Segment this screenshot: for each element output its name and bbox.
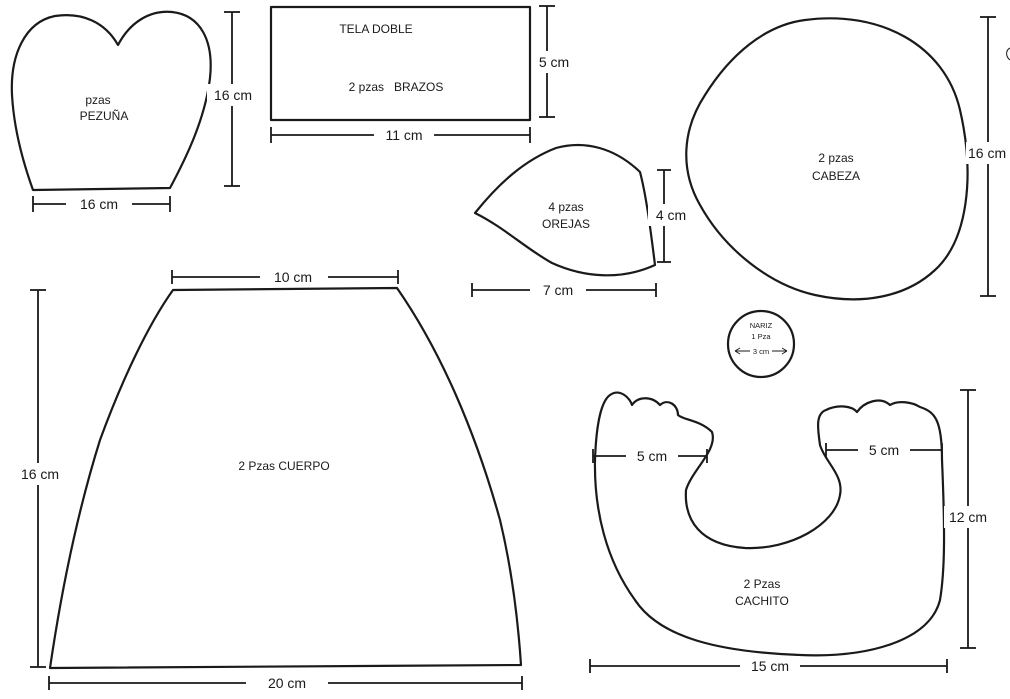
orejas-name: OREJAS (542, 217, 590, 231)
cachito-width-label: 15 cm (751, 658, 789, 674)
piece-nariz: NARIZ 1 Pza 3 cm (726, 309, 796, 379)
pezuna-name: PEZUÑA (80, 109, 129, 123)
brazos-outline (269, 5, 532, 122)
nariz-diameter-label: 3 cm (753, 347, 769, 356)
piece-cabeza: 2 pzas CABEZA 16 cm (685, 16, 1010, 301)
cuerpo-bottom-label: 20 cm (268, 675, 306, 691)
cuerpo-height-label: 16 cm (21, 466, 59, 482)
brazos-height-label: 5 cm (539, 54, 569, 70)
brazos-label: 2 pzas BRAZOS (349, 80, 444, 94)
cuerpo-label: 2 Pzas CUERPO (238, 459, 329, 473)
cabeza-name: CABEZA (812, 169, 860, 183)
cachito-left-gap-label: 5 cm (637, 448, 667, 464)
piece-cachito: 2 Pzas CACHITO 5 cm 5 cm 12 cm 15 cm (589, 389, 994, 676)
pezuna-qty: pzas (85, 93, 110, 107)
cachito-qty: 2 Pzas (744, 577, 781, 591)
piece-cuerpo: 2 Pzas CUERPO 10 cm 20 cm 16 cm (14, 267, 523, 693)
piece-pezuna: pzas PEZUÑA 16 cm 16 cm (10, 10, 259, 214)
cachito-name: CACHITO (735, 594, 789, 608)
nariz-diameter-arrows (734, 347, 788, 355)
orejas-qty: 4 pzas (548, 200, 583, 214)
nariz-qty: 1 Pza (751, 332, 771, 341)
cabeza-height-label: 16 cm (968, 145, 1006, 161)
brazos-width-label: 11 cm (385, 127, 422, 143)
pezuna-height-label: 16 cm (214, 87, 252, 103)
cuerpo-outline (48, 286, 523, 670)
nariz-name: NARIZ (750, 321, 773, 330)
cabeza-edge-mark (1006, 47, 1010, 61)
cabeza-outline (685, 17, 969, 301)
cachito-right-gap-label: 5 cm (869, 442, 899, 458)
piece-orejas: 4 pzas OREJAS 7 cm 4 cm (471, 144, 694, 300)
brazos-note: TELA DOBLE (339, 22, 412, 36)
cuerpo-top-label: 10 cm (274, 269, 312, 285)
pezuna-outline (10, 10, 212, 192)
orejas-width-label: 7 cm (543, 282, 573, 298)
nariz-outline (726, 309, 796, 379)
orejas-height-label: 4 cm (656, 207, 686, 223)
orejas-outline (473, 144, 657, 277)
piece-brazos: TELA DOBLE 2 pzas BRAZOS 11 cm 5 cm (269, 5, 578, 145)
cachito-outline (593, 391, 946, 657)
pezuna-width-label: 16 cm (80, 196, 118, 212)
cachito-height-label: 12 cm (949, 509, 987, 525)
cabeza-qty: 2 pzas (818, 151, 853, 165)
